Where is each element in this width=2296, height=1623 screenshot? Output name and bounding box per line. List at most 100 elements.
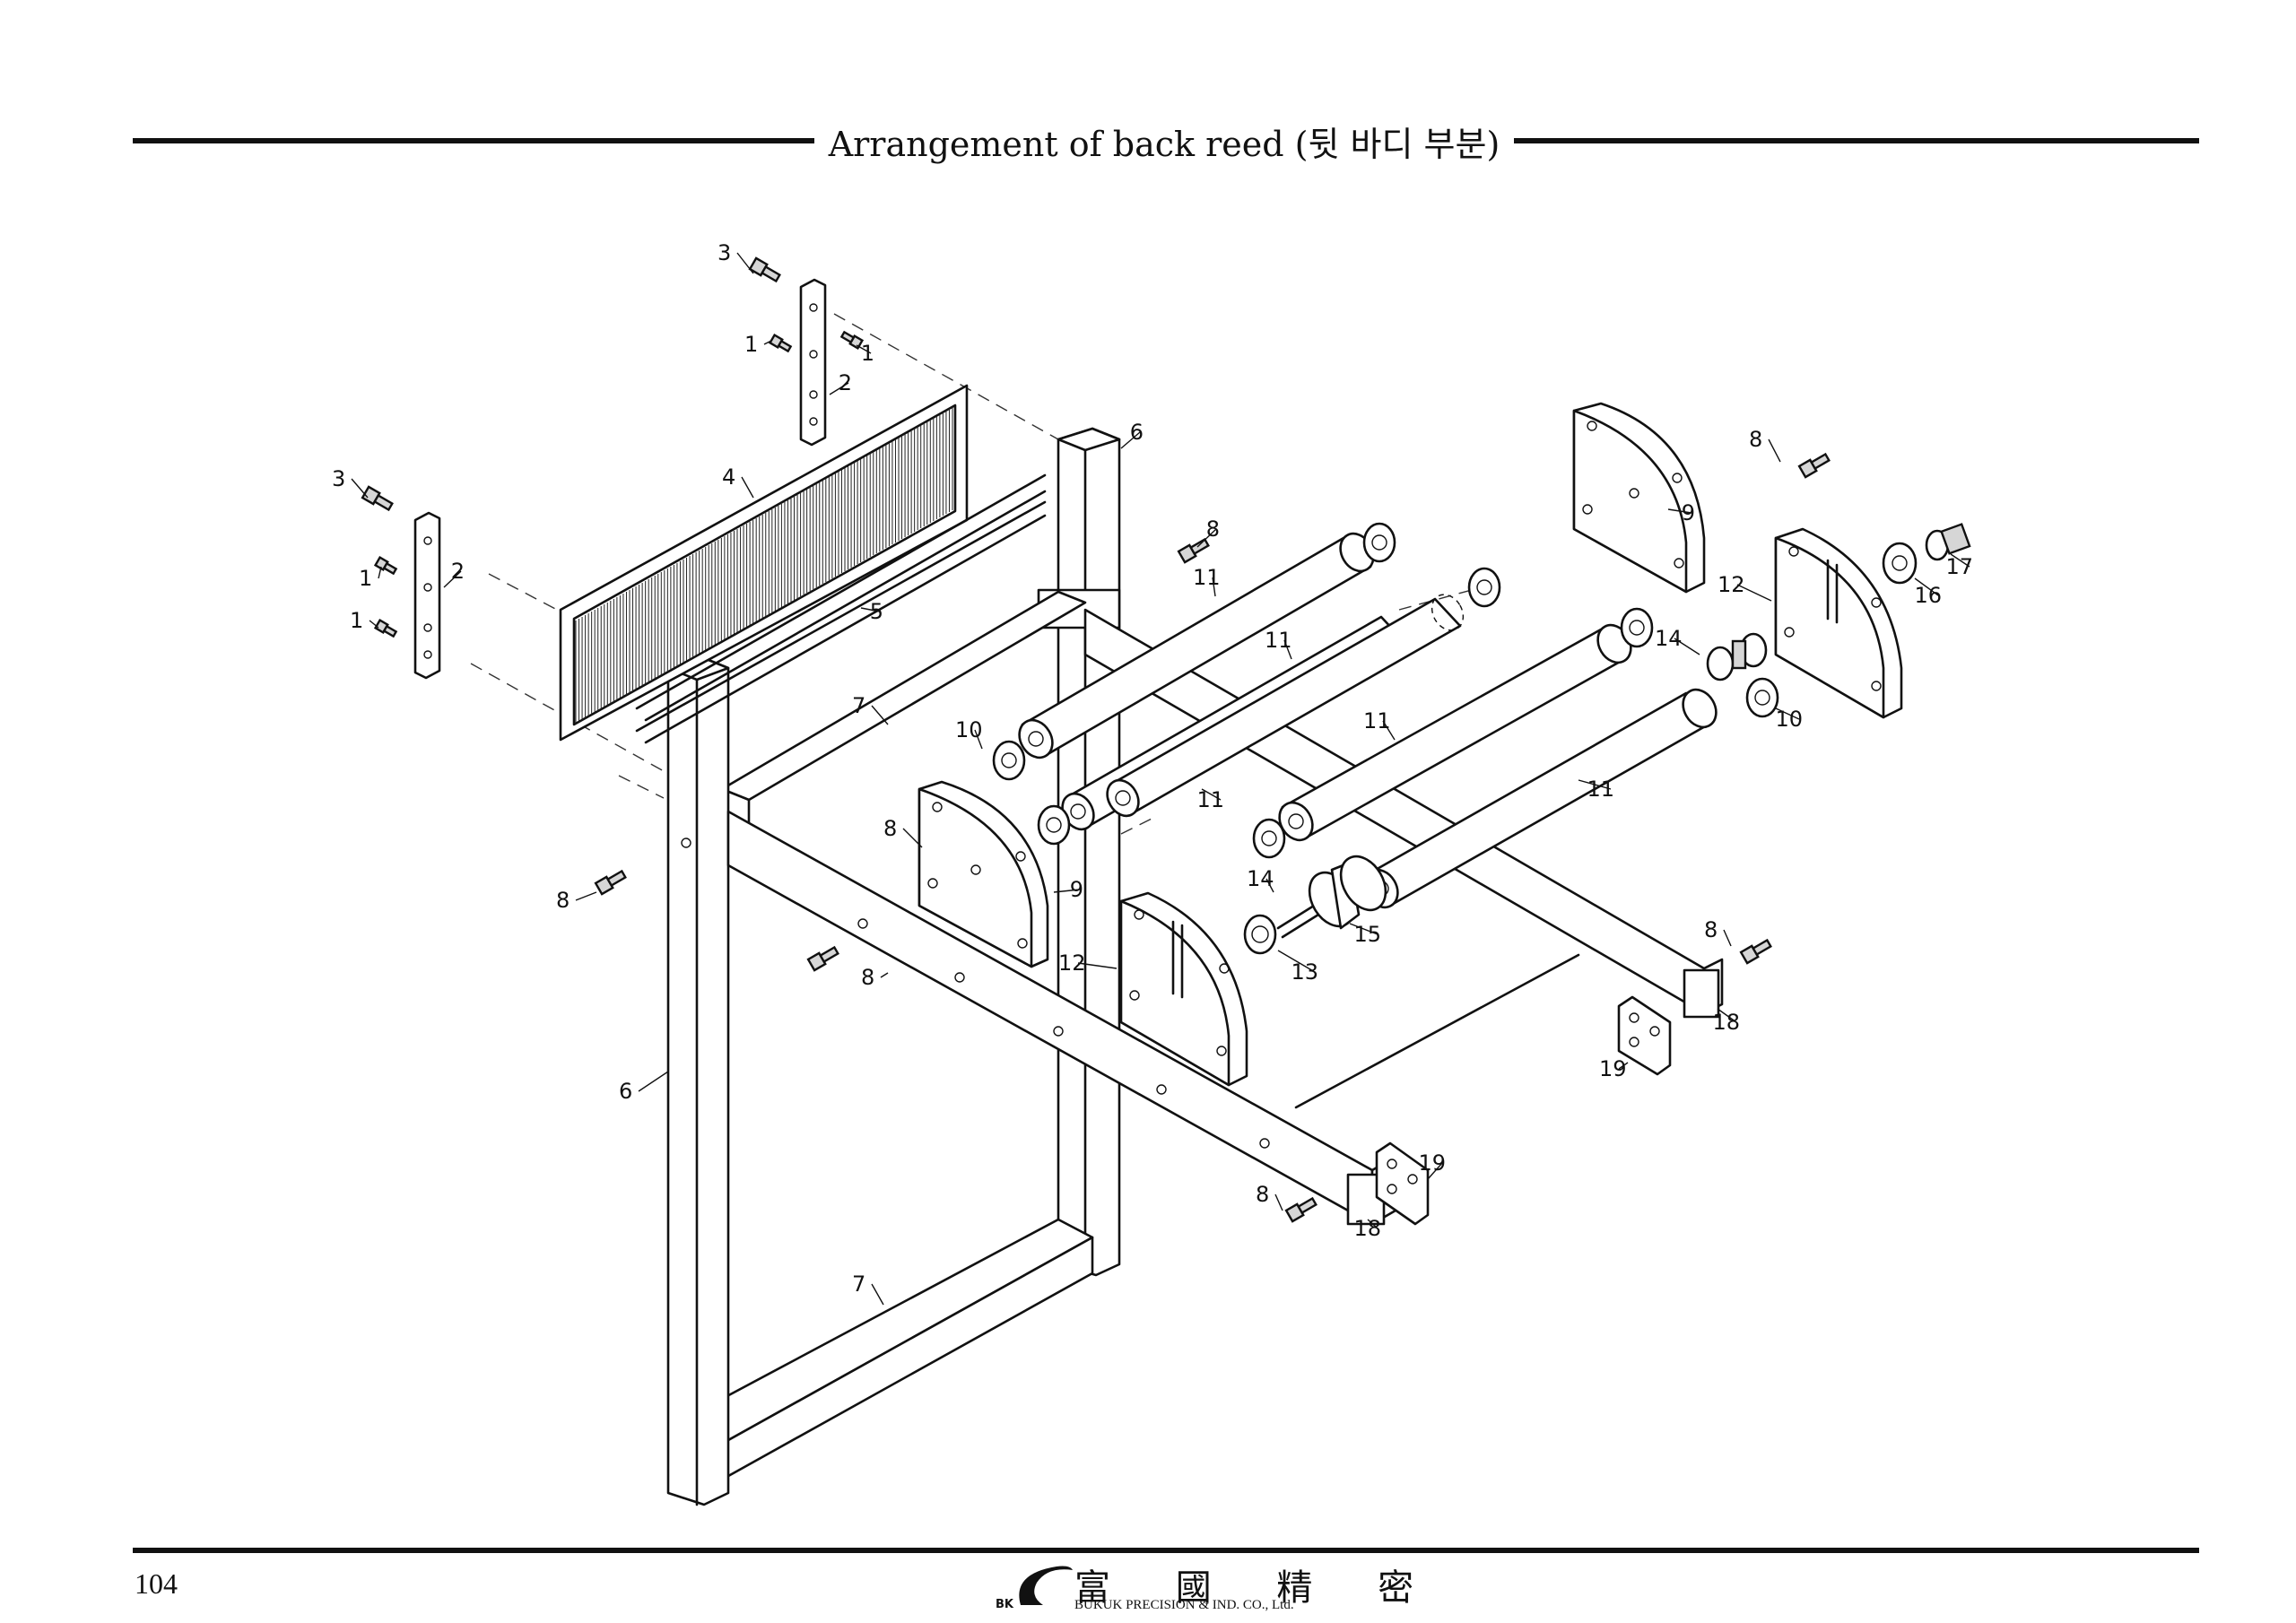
- callout-leader-1: [369, 620, 379, 629]
- parts-13-14-15: [1243, 632, 1768, 955]
- callout-leader-10: [1775, 707, 1800, 720]
- guide-rods-part-5: [635, 473, 1047, 744]
- company-name-cjk: 富 國 精 密: [1074, 1567, 1441, 1609]
- callout-label-11: 11: [1193, 565, 1221, 590]
- callout-label-6: 6: [619, 1079, 632, 1104]
- callout-label-8: 8: [1256, 1182, 1269, 1207]
- bk-swoosh-icon: [1019, 1566, 1073, 1605]
- callout-label-3: 3: [332, 466, 345, 491]
- callout-label-14: 14: [1655, 626, 1683, 651]
- reed-panel-part-4: [559, 384, 969, 742]
- callout-leader-8: [575, 891, 597, 901]
- callout-leader-2: [829, 382, 849, 395]
- reed-teeth: [575, 407, 953, 724]
- page-title: Arrangement of back reed (뒷 바디 부분): [828, 125, 1500, 164]
- callout-label-19: 19: [1418, 1150, 1446, 1176]
- callout-leader-6: [638, 1071, 669, 1092]
- callout-label-11: 11: [1587, 777, 1614, 802]
- clamp-bar-upper-part-2: [799, 278, 827, 447]
- callout-leader-14: [1674, 638, 1700, 655]
- callout-label-8: 8: [1206, 516, 1220, 542]
- callout-leader-9: [1667, 508, 1692, 514]
- callout-label-18: 18: [1712, 1010, 1740, 1035]
- callout-label-12: 12: [1058, 950, 1086, 976]
- callout-label-8: 8: [861, 965, 874, 990]
- callout-label-1: 1: [744, 332, 758, 357]
- callout-leader-2: [443, 570, 462, 588]
- header-rule-right: [1514, 138, 2199, 143]
- callout-leader-19: [1427, 1162, 1443, 1180]
- callout-leader-9: [1053, 889, 1081, 893]
- callout-label-7: 7: [852, 693, 865, 718]
- callout-leader-4: [741, 476, 754, 499]
- callout-leader-1: [763, 340, 772, 345]
- callout-label-3: 3: [718, 240, 731, 265]
- callout-label-12: 12: [1718, 572, 1745, 597]
- screws: [361, 256, 1831, 1223]
- callout-leader-7: [871, 1283, 884, 1306]
- callout-leader-10: [974, 729, 983, 750]
- callout-leader-18: [1717, 1008, 1737, 1023]
- side-plate-rear-part-9: [1572, 402, 1706, 594]
- callout-label-7: 7: [852, 1271, 865, 1297]
- callout-label-8: 8: [1704, 917, 1718, 942]
- callout-label-1: 1: [861, 341, 874, 366]
- callout-leader-13: [1277, 950, 1316, 973]
- floor-line: [1294, 953, 1580, 1109]
- callout-leader-8: [1723, 929, 1732, 947]
- parts-16-17: [1882, 523, 1971, 585]
- rollers-part-11: [1018, 532, 1718, 909]
- callout-leader-11: [1212, 577, 1216, 597]
- callout-leader-3: [736, 252, 754, 274]
- callout-leader-1: [378, 566, 382, 579]
- callout-label-11: 11: [1196, 787, 1224, 812]
- callout-leader-7: [871, 705, 889, 725]
- callout-label-13: 13: [1291, 959, 1318, 985]
- callout-leader-12: [1736, 584, 1772, 602]
- callout-leader-8: [1768, 438, 1781, 463]
- callout-leader-8: [1196, 528, 1217, 548]
- callout-leader-14: [1265, 878, 1274, 893]
- callout-leader-8: [880, 972, 889, 978]
- callout-label-9: 9: [1682, 500, 1695, 525]
- callout-leader-8: [1274, 1193, 1283, 1211]
- callout-label-2: 2: [451, 559, 465, 584]
- callout-label-8: 8: [556, 888, 570, 913]
- callout-leader-8: [902, 828, 923, 848]
- callout-leader-5: [860, 607, 881, 612]
- callout-leader-17: [1950, 553, 1970, 568]
- callout-label-19: 19: [1599, 1056, 1627, 1081]
- callout-leader-6: [1120, 431, 1141, 449]
- callout-label-1: 1: [350, 608, 363, 633]
- callout-label-1: 1: [359, 566, 372, 591]
- callout-label-14: 14: [1247, 866, 1274, 891]
- front-post-part-6: [666, 655, 730, 1506]
- callout-label-17: 17: [1945, 554, 1973, 579]
- callout-leader-11: [1578, 779, 1612, 790]
- callout-label-11: 11: [1265, 628, 1292, 653]
- page-number: 104: [135, 1567, 178, 1600]
- callout-label-10: 10: [1775, 707, 1803, 732]
- callout-leader-11: [1201, 788, 1222, 801]
- callout-label-18: 18: [1353, 1216, 1381, 1241]
- callout-label-9: 9: [1070, 877, 1083, 902]
- callout-leader-12: [1077, 962, 1118, 969]
- callout-leader-3: [351, 478, 369, 499]
- callout-label-8: 8: [1749, 427, 1762, 452]
- footer-rule: [133, 1548, 2199, 1553]
- callout-label-5: 5: [870, 599, 883, 624]
- callout-label-10: 10: [955, 717, 983, 742]
- header-rule-left: [133, 138, 814, 143]
- callout-leader-15: [1349, 923, 1378, 935]
- brackets-part-19: [1375, 995, 1672, 1226]
- callout-label-16: 16: [1914, 583, 1942, 608]
- callout-label-15: 15: [1353, 922, 1381, 947]
- callout-label-6: 6: [1130, 420, 1144, 445]
- company-logo: BK: [996, 1566, 1073, 1611]
- rear-post-part-6: [1037, 427, 1121, 1277]
- lower-rail-part-7: [720, 1218, 1094, 1481]
- callout-leader-18: [1367, 1219, 1378, 1229]
- callout-leader-19: [1618, 1062, 1629, 1070]
